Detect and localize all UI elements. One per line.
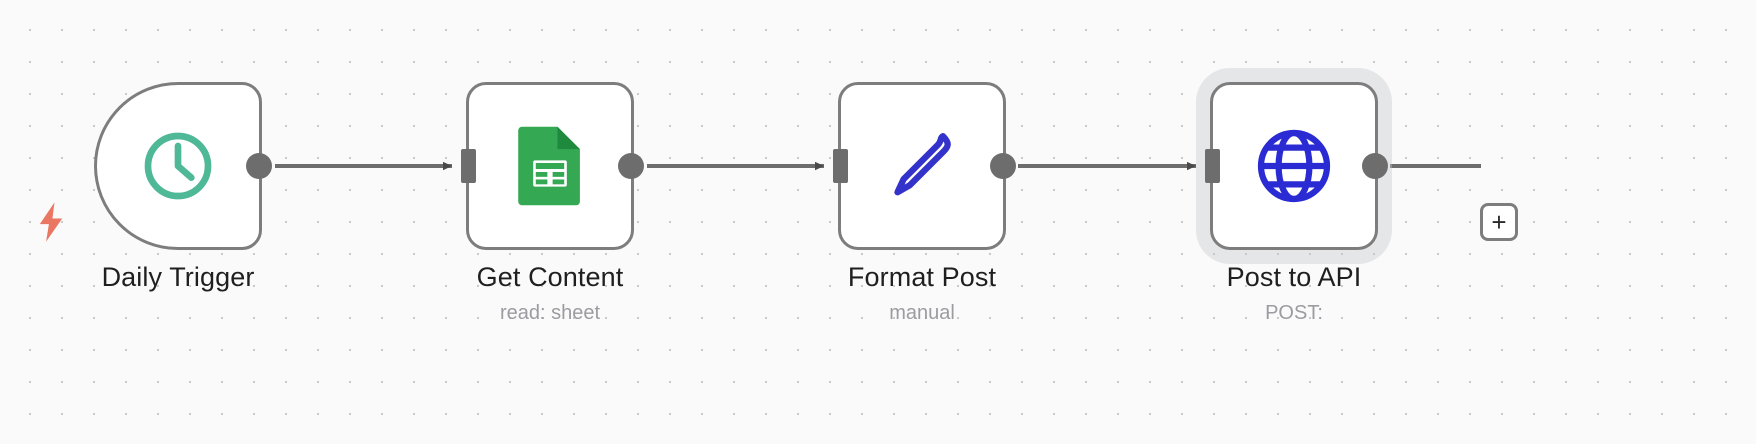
clock-icon [134,122,222,210]
node-title: Post to API [1226,262,1362,292]
output-endpoint-daily-trigger[interactable] [246,153,272,179]
output-endpoint-format-post[interactable] [990,153,1016,179]
node-daily-trigger[interactable] [94,82,272,250]
plus-icon: + [1491,207,1507,237]
lightning-bolt-glyph [39,202,63,242]
node-label-post-to-api: Post to API POST: [1129,262,1459,325]
node-label-format-post: Format Post manual [757,262,1087,325]
pencil-glyph [894,133,951,196]
add-node-button[interactable]: + [1480,203,1518,241]
node-post-to-api[interactable] [1205,82,1388,250]
google-sheets-icon [506,122,594,210]
pencil-icon [878,122,966,210]
input-endpoint-format-post[interactable] [833,149,848,183]
clock-glyph [144,132,212,200]
node-subtitle: read: sheet [499,302,601,324]
globe-glyph [1257,129,1331,203]
output-endpoint-get-content[interactable] [618,153,644,179]
node-title: Daily Trigger [101,262,255,292]
trigger-bolt-icon [34,201,68,243]
node-label-get-content: Get Content read: sheet [385,262,715,325]
node-title: Format Post [847,262,997,292]
node-title: Get Content [476,262,624,292]
input-endpoint-post-to-api[interactable] [1205,149,1220,183]
node-subtitle: manual [889,302,955,324]
input-endpoint-get-content[interactable] [461,149,476,183]
google-sheets-glyph [518,126,580,206]
output-endpoint-post-to-api[interactable] [1362,153,1388,179]
node-format-post[interactable] [833,82,1016,250]
globe-icon [1250,122,1338,210]
node-subtitle: POST: [1265,302,1323,324]
node-label-daily-trigger: Daily Trigger [13,262,343,293]
node-get-content[interactable] [461,82,644,250]
